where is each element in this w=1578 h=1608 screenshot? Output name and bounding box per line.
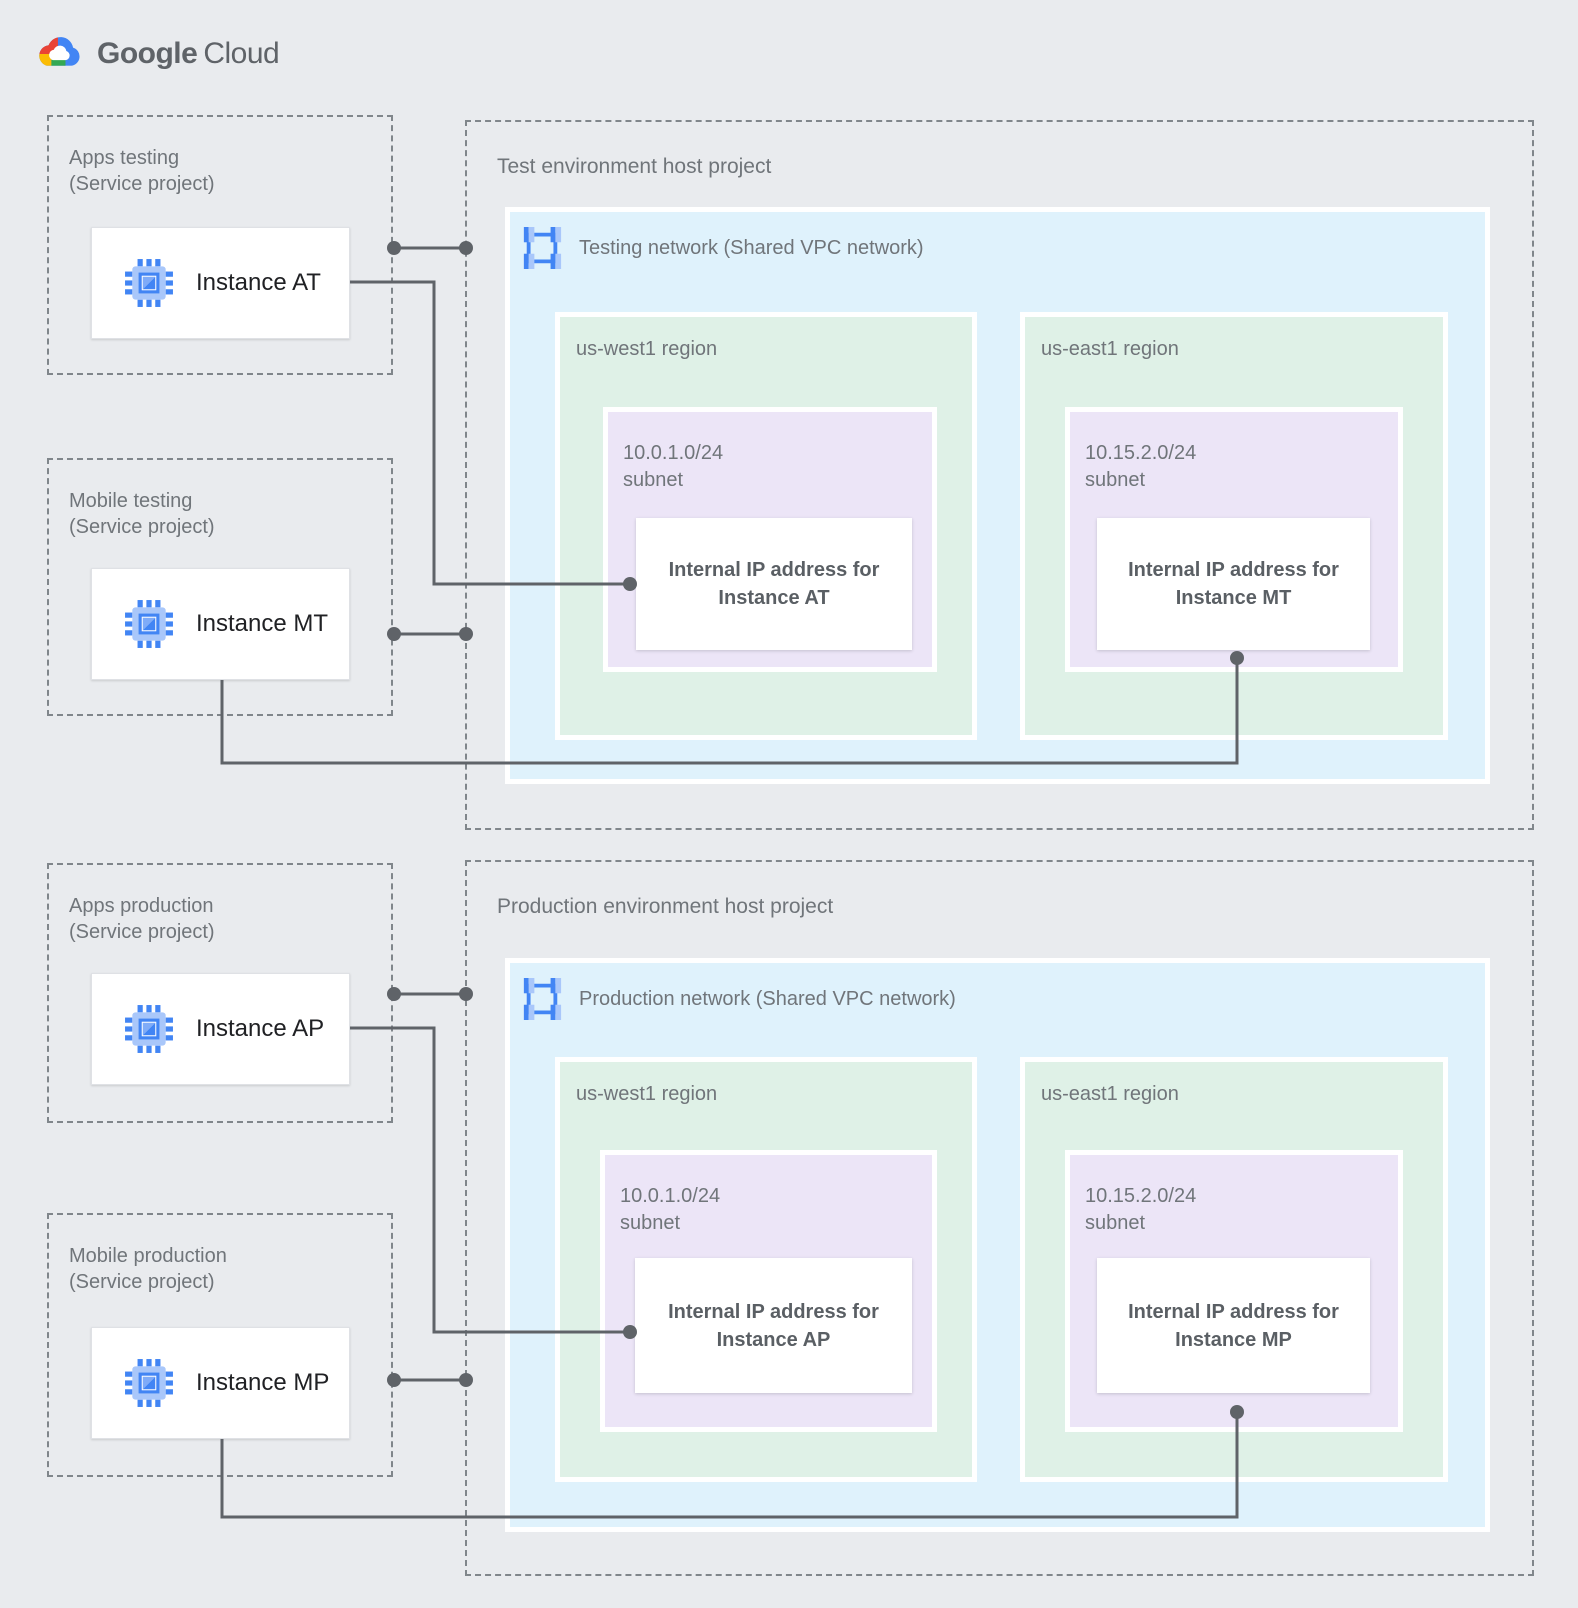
host-project-title: Test environment host project: [497, 155, 772, 178]
instance-card-mt: Instance MT: [91, 568, 350, 680]
compute-instance-icon: [124, 1358, 174, 1408]
vpc-network-icon: [521, 227, 563, 269]
ip-card-instance-mp: Internal IP address for Instance MP: [1097, 1258, 1370, 1393]
subnet-label: 10.15.2.0/24 subnet: [1070, 1155, 1398, 1237]
ip-card-instance-ap: Internal IP address for Instance AP: [635, 1258, 912, 1393]
service-project-title: Apps testing: [69, 147, 180, 169]
subnet-cidr: 10.15.2.0/24: [1085, 442, 1197, 464]
subnet-cidr: 10.15.2.0/24: [1085, 1185, 1197, 1207]
region-label: us-east1 region: [1041, 338, 1179, 360]
subnet-word: subnet: [1085, 469, 1146, 491]
subnet-word: subnet: [623, 469, 684, 491]
compute-instance-icon: [124, 258, 174, 308]
instance-label: Instance AP: [196, 1015, 325, 1042]
service-project-subtitle: (Service project): [69, 516, 215, 539]
subnet-word: subnet: [1085, 1212, 1146, 1234]
subnet-cidr: 10.0.1.0/24: [620, 1185, 721, 1207]
service-project-label: Mobile production (Service project): [49, 1215, 391, 1296]
ip-card-line1: Internal IP address for: [1128, 559, 1339, 581]
subnet-label: 10.0.1.0/24 subnet: [605, 1155, 932, 1237]
ip-card-line1: Internal IP address for: [668, 559, 880, 581]
production-network-header: Production network (Shared VPC network): [521, 978, 956, 1020]
service-project-mobile-production: Mobile production (Service project): [47, 1213, 393, 1477]
host-project-title: Production environment host project: [497, 895, 834, 918]
ip-card-line2: Instance MP: [1175, 1328, 1292, 1351]
service-project-title: Mobile production: [69, 1245, 227, 1267]
logo-text-google: Google: [97, 37, 198, 70]
ip-card-instance-at: Internal IP address for Instance AT: [636, 518, 912, 650]
subnet-word: subnet: [620, 1212, 681, 1234]
vpc-network-icon: [521, 978, 563, 1020]
ip-card-line1: Internal IP address for: [1128, 1300, 1339, 1323]
network-label: Testing network (Shared VPC network): [579, 236, 924, 259]
instance-card-at: Instance AT: [91, 227, 350, 339]
compute-instance-icon: [124, 599, 174, 649]
service-project-title: Apps production: [69, 895, 214, 917]
region-label: us-west1 region: [576, 338, 718, 360]
ip-card-line2: Instance AT: [718, 587, 830, 609]
instance-label: Instance MP: [196, 1369, 330, 1396]
ip-card-instance-mt: Internal IP address for Instance MT: [1097, 518, 1370, 650]
network-label: Production network (Shared VPC network): [579, 987, 956, 1010]
service-project-label: Mobile testing (Service project): [49, 460, 391, 541]
subnet-label: 10.15.2.0/24 subnet: [1070, 412, 1398, 494]
instance-label: Instance AT: [196, 269, 321, 296]
region-label: us-east1 region: [1041, 1083, 1179, 1105]
subnet-cidr: 10.0.1.0/24: [623, 442, 724, 464]
service-project-subtitle: (Service project): [69, 173, 215, 196]
region-label: us-west1 region: [576, 1083, 718, 1105]
instance-card-mp: Instance MP: [91, 1327, 350, 1439]
ip-card-line2: Instance AP: [716, 1328, 831, 1351]
service-project-subtitle: (Service project): [69, 921, 215, 944]
instance-label: Instance MT: [196, 610, 329, 637]
instance-card-ap: Instance AP: [91, 973, 350, 1085]
testing-network-header: Testing network (Shared VPC network): [521, 227, 924, 269]
ip-card-line1: Internal IP address for: [668, 1300, 879, 1323]
compute-instance-icon: [124, 1004, 174, 1054]
service-project-title: Mobile testing: [69, 490, 193, 512]
ip-card-line2: Instance MT: [1175, 587, 1292, 609]
subnet-label: 10.0.1.0/24 subnet: [608, 412, 932, 494]
service-project-label: Apps testing (Service project): [49, 117, 391, 198]
logo-text-cloud: Cloud: [203, 37, 280, 70]
service-project-label: Apps production (Service project): [49, 865, 391, 946]
google-cloud-logo-icon: [39, 37, 80, 66]
service-project-mobile-testing: Mobile testing (Service project): [47, 458, 393, 716]
service-project-subtitle: (Service project): [69, 1271, 215, 1294]
